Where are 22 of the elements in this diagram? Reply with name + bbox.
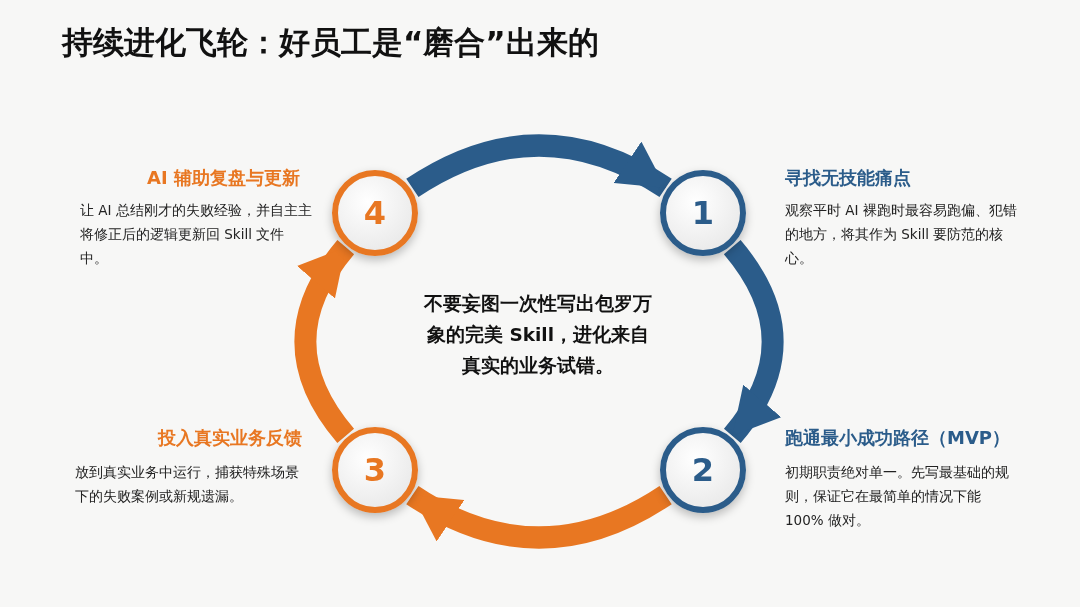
step-description: 让 AI 总结刚才的失败经验，并自主主将修正后的逻辑更新回 Skill 文件中。 bbox=[80, 201, 312, 268]
step-description: 放到真实业务中运行，捕获特殊场景下的失败案例或新规遗漏。 bbox=[75, 463, 300, 506]
step-number: 1 bbox=[691, 194, 715, 232]
title: 持续进化飞轮：好员工是“磨合”出来的 bbox=[62, 23, 599, 62]
step-heading: AI 辅助复盘与更新 bbox=[147, 166, 300, 190]
step-circle bbox=[660, 170, 746, 256]
step-heading: 投入真实业务反馈 bbox=[158, 426, 302, 450]
center-note: 不要妄图一次性写出包罗万象的完美 Skill，进化来自真实的业务试错。 bbox=[423, 292, 653, 378]
step-heading: 寻找无技能痛点 bbox=[785, 166, 911, 190]
step-description: 初期职责绝对单一。先写最基础的规则，保证它在最简单的情况下能 100% 做对。 bbox=[785, 463, 1010, 530]
step-number: 4 bbox=[363, 194, 387, 232]
step-circle bbox=[332, 427, 418, 513]
step-circle bbox=[660, 427, 746, 513]
step-number: 2 bbox=[691, 451, 715, 489]
curved-arrow bbox=[723, 240, 784, 443]
curved-arrow bbox=[406, 485, 672, 549]
curved-arrow bbox=[294, 240, 355, 443]
step-description: 观察平时 AI 裸跑时最容易跑偏、犯错的地方，将其作为 Skill 要防范的核心。 bbox=[785, 201, 1017, 268]
step-heading: 跑通最小成功路径（MVP） bbox=[785, 426, 1011, 450]
step-circle bbox=[332, 170, 418, 256]
curved-arrow bbox=[406, 134, 672, 198]
step-number: 3 bbox=[363, 451, 387, 489]
